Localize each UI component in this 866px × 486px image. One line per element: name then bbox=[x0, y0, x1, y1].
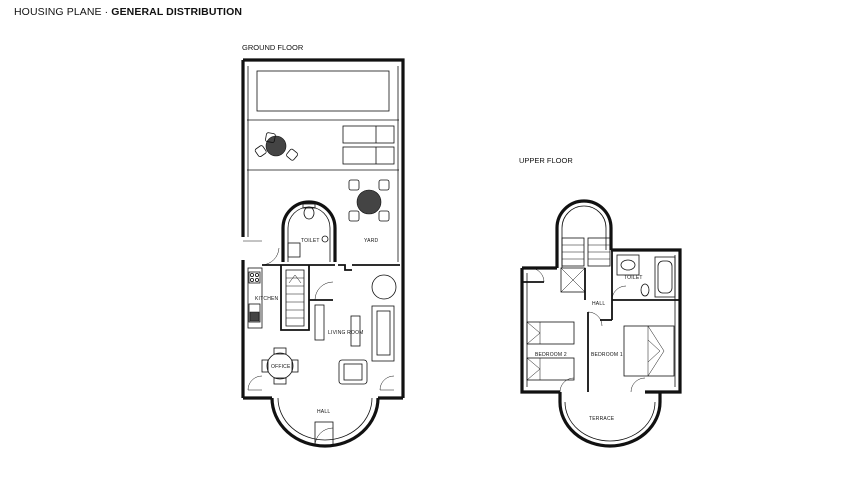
hall-bay-inner bbox=[277, 397, 373, 441]
office-label: OFFICE bbox=[271, 364, 291, 370]
ground-hall-label: HALL bbox=[317, 409, 330, 415]
terrace-door-swing-1 bbox=[559, 377, 575, 393]
ground-floor-label: GROUND FLOOR bbox=[242, 43, 304, 52]
toilet-tower-walls bbox=[281, 200, 337, 262]
living-armchair bbox=[338, 359, 368, 385]
office-table bbox=[261, 347, 299, 385]
kitchen-hob-icon bbox=[248, 271, 261, 284]
upper-floor-plan: TOILET HALL BEDROOM 2 BEDROOM 1 bbox=[520, 199, 682, 448]
lounger-top bbox=[342, 125, 395, 144]
living-room-label: LIVING ROOM bbox=[328, 330, 364, 336]
ground-door-swing-4 bbox=[379, 375, 395, 391]
bedroom1-bed bbox=[623, 325, 675, 377]
upper-east-wall bbox=[611, 248, 682, 394]
kitchen-counter bbox=[247, 267, 263, 329]
toilet-tower-inner bbox=[287, 206, 331, 262]
toilet-bowl-icon bbox=[303, 206, 315, 220]
kitchen-label: KITCHEN bbox=[255, 296, 279, 302]
yard-table bbox=[348, 179, 390, 222]
terrace-bay-wall bbox=[558, 392, 662, 448]
ground-staircase bbox=[280, 265, 310, 331]
ground-middle-wall-step bbox=[338, 264, 352, 271]
terrace-bay-inner bbox=[564, 401, 656, 442]
ground-toilet-label: TOILET bbox=[301, 238, 320, 244]
ground-east-wall bbox=[243, 58, 405, 398]
ground-door-swing-3 bbox=[247, 375, 263, 391]
upper-tower-walls bbox=[555, 199, 613, 268]
upper-toilet-label: TOILET bbox=[624, 275, 643, 281]
upper-hall-label: HALL bbox=[592, 301, 605, 307]
bedroom1-label: BEDROOM 1 bbox=[591, 352, 623, 358]
bedroom2-label: BEDROOM 2 bbox=[535, 352, 567, 358]
upper-bathtub bbox=[654, 256, 676, 298]
entrance-door bbox=[314, 421, 334, 447]
ground-door-swing-1 bbox=[261, 247, 280, 266]
upper-west-wall bbox=[520, 268, 560, 394]
lounger-bottom bbox=[342, 146, 395, 165]
upper-sink bbox=[616, 254, 640, 276]
terrace-door-swing-2 bbox=[630, 377, 646, 393]
living-plant bbox=[371, 274, 397, 300]
upper-toilet-bowl-icon bbox=[640, 283, 650, 297]
garden-table bbox=[254, 132, 298, 161]
bedroom2-bed-top bbox=[526, 321, 575, 345]
living-sideboard bbox=[314, 304, 325, 341]
ground-door-swing-2 bbox=[314, 281, 334, 301]
garden-planter bbox=[256, 70, 390, 112]
bedroom2-bed-bottom bbox=[526, 357, 575, 381]
kitchen-sink-icon bbox=[248, 303, 261, 323]
toilet-tap-icon bbox=[321, 235, 329, 243]
ground-floor-plan: TOILET YARD KITCHEN bbox=[241, 58, 405, 448]
toilet-sink bbox=[287, 242, 301, 258]
living-table bbox=[350, 315, 361, 347]
living-sofa bbox=[371, 305, 395, 362]
terrace-label: TERRACE bbox=[589, 416, 615, 422]
upper-staircase bbox=[561, 237, 611, 267]
upper-tower-inner bbox=[561, 205, 607, 268]
yard-label: YARD bbox=[364, 238, 379, 244]
page-title: HOUSING PLANE · GENERAL DISTRIBUTION bbox=[14, 6, 242, 18]
upper-floor-label: UPPER FLOOR bbox=[519, 156, 573, 165]
